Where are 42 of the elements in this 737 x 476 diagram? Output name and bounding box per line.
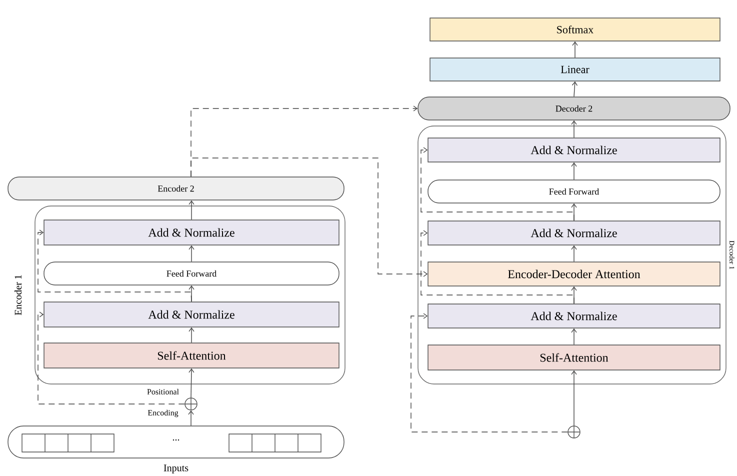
feed-forward-box: Feed Forward — [428, 180, 720, 204]
attention-box: Self-Attention — [44, 342, 340, 368]
encoder-block — [34, 206, 346, 384]
dashed-arrow — [190, 158, 428, 277]
add-symbol — [568, 426, 580, 438]
arrow — [188, 368, 194, 398]
encoder-box: Encoder 2 — [8, 176, 344, 200]
input-label: Inputs — [164, 464, 188, 474]
decoder-box: Decoder 2 — [418, 96, 730, 120]
dashed-arrow — [420, 230, 574, 304]
arrow — [188, 285, 194, 302]
normalize-box: Add & Normalize — [428, 304, 720, 328]
attention-box: Self-Attention — [428, 344, 720, 370]
arrow — [571, 120, 577, 138]
normalize-box: Add & Normalize — [44, 302, 340, 328]
ellipsis: ... — [172, 439, 180, 441]
dashed-arrow — [38, 230, 192, 302]
arrow — [188, 200, 194, 220]
arrow — [188, 245, 194, 262]
dashed-arrow — [410, 313, 568, 432]
decoder-block — [418, 126, 726, 384]
arrow — [572, 41, 578, 58]
dashed-arrow — [420, 147, 574, 221]
arrow — [571, 328, 577, 345]
arrow — [571, 162, 577, 180]
block-label: Encoder 1 — [14, 275, 22, 316]
normalize-box: Add & Normalize — [428, 138, 720, 162]
arrow — [188, 327, 194, 343]
arrow — [571, 370, 577, 426]
arrow — [188, 410, 194, 426]
dashed-arrow — [38, 312, 185, 404]
normalize-box: Add & Normalize — [428, 220, 720, 246]
normalize-box: Add & Normalize — [44, 220, 340, 246]
softmax-box: Softmax — [430, 18, 720, 42]
linear-box: Linear — [430, 58, 720, 82]
side-label: Positional Encoding — [147, 388, 179, 418]
arrow — [572, 81, 578, 97]
arrow — [571, 245, 577, 262]
add-symbol — [184, 398, 198, 410]
feed-forward-box: Feed Forward — [44, 262, 340, 286]
input-band — [8, 426, 344, 458]
attention-box: Encoder-Decoder Attention — [428, 262, 720, 286]
